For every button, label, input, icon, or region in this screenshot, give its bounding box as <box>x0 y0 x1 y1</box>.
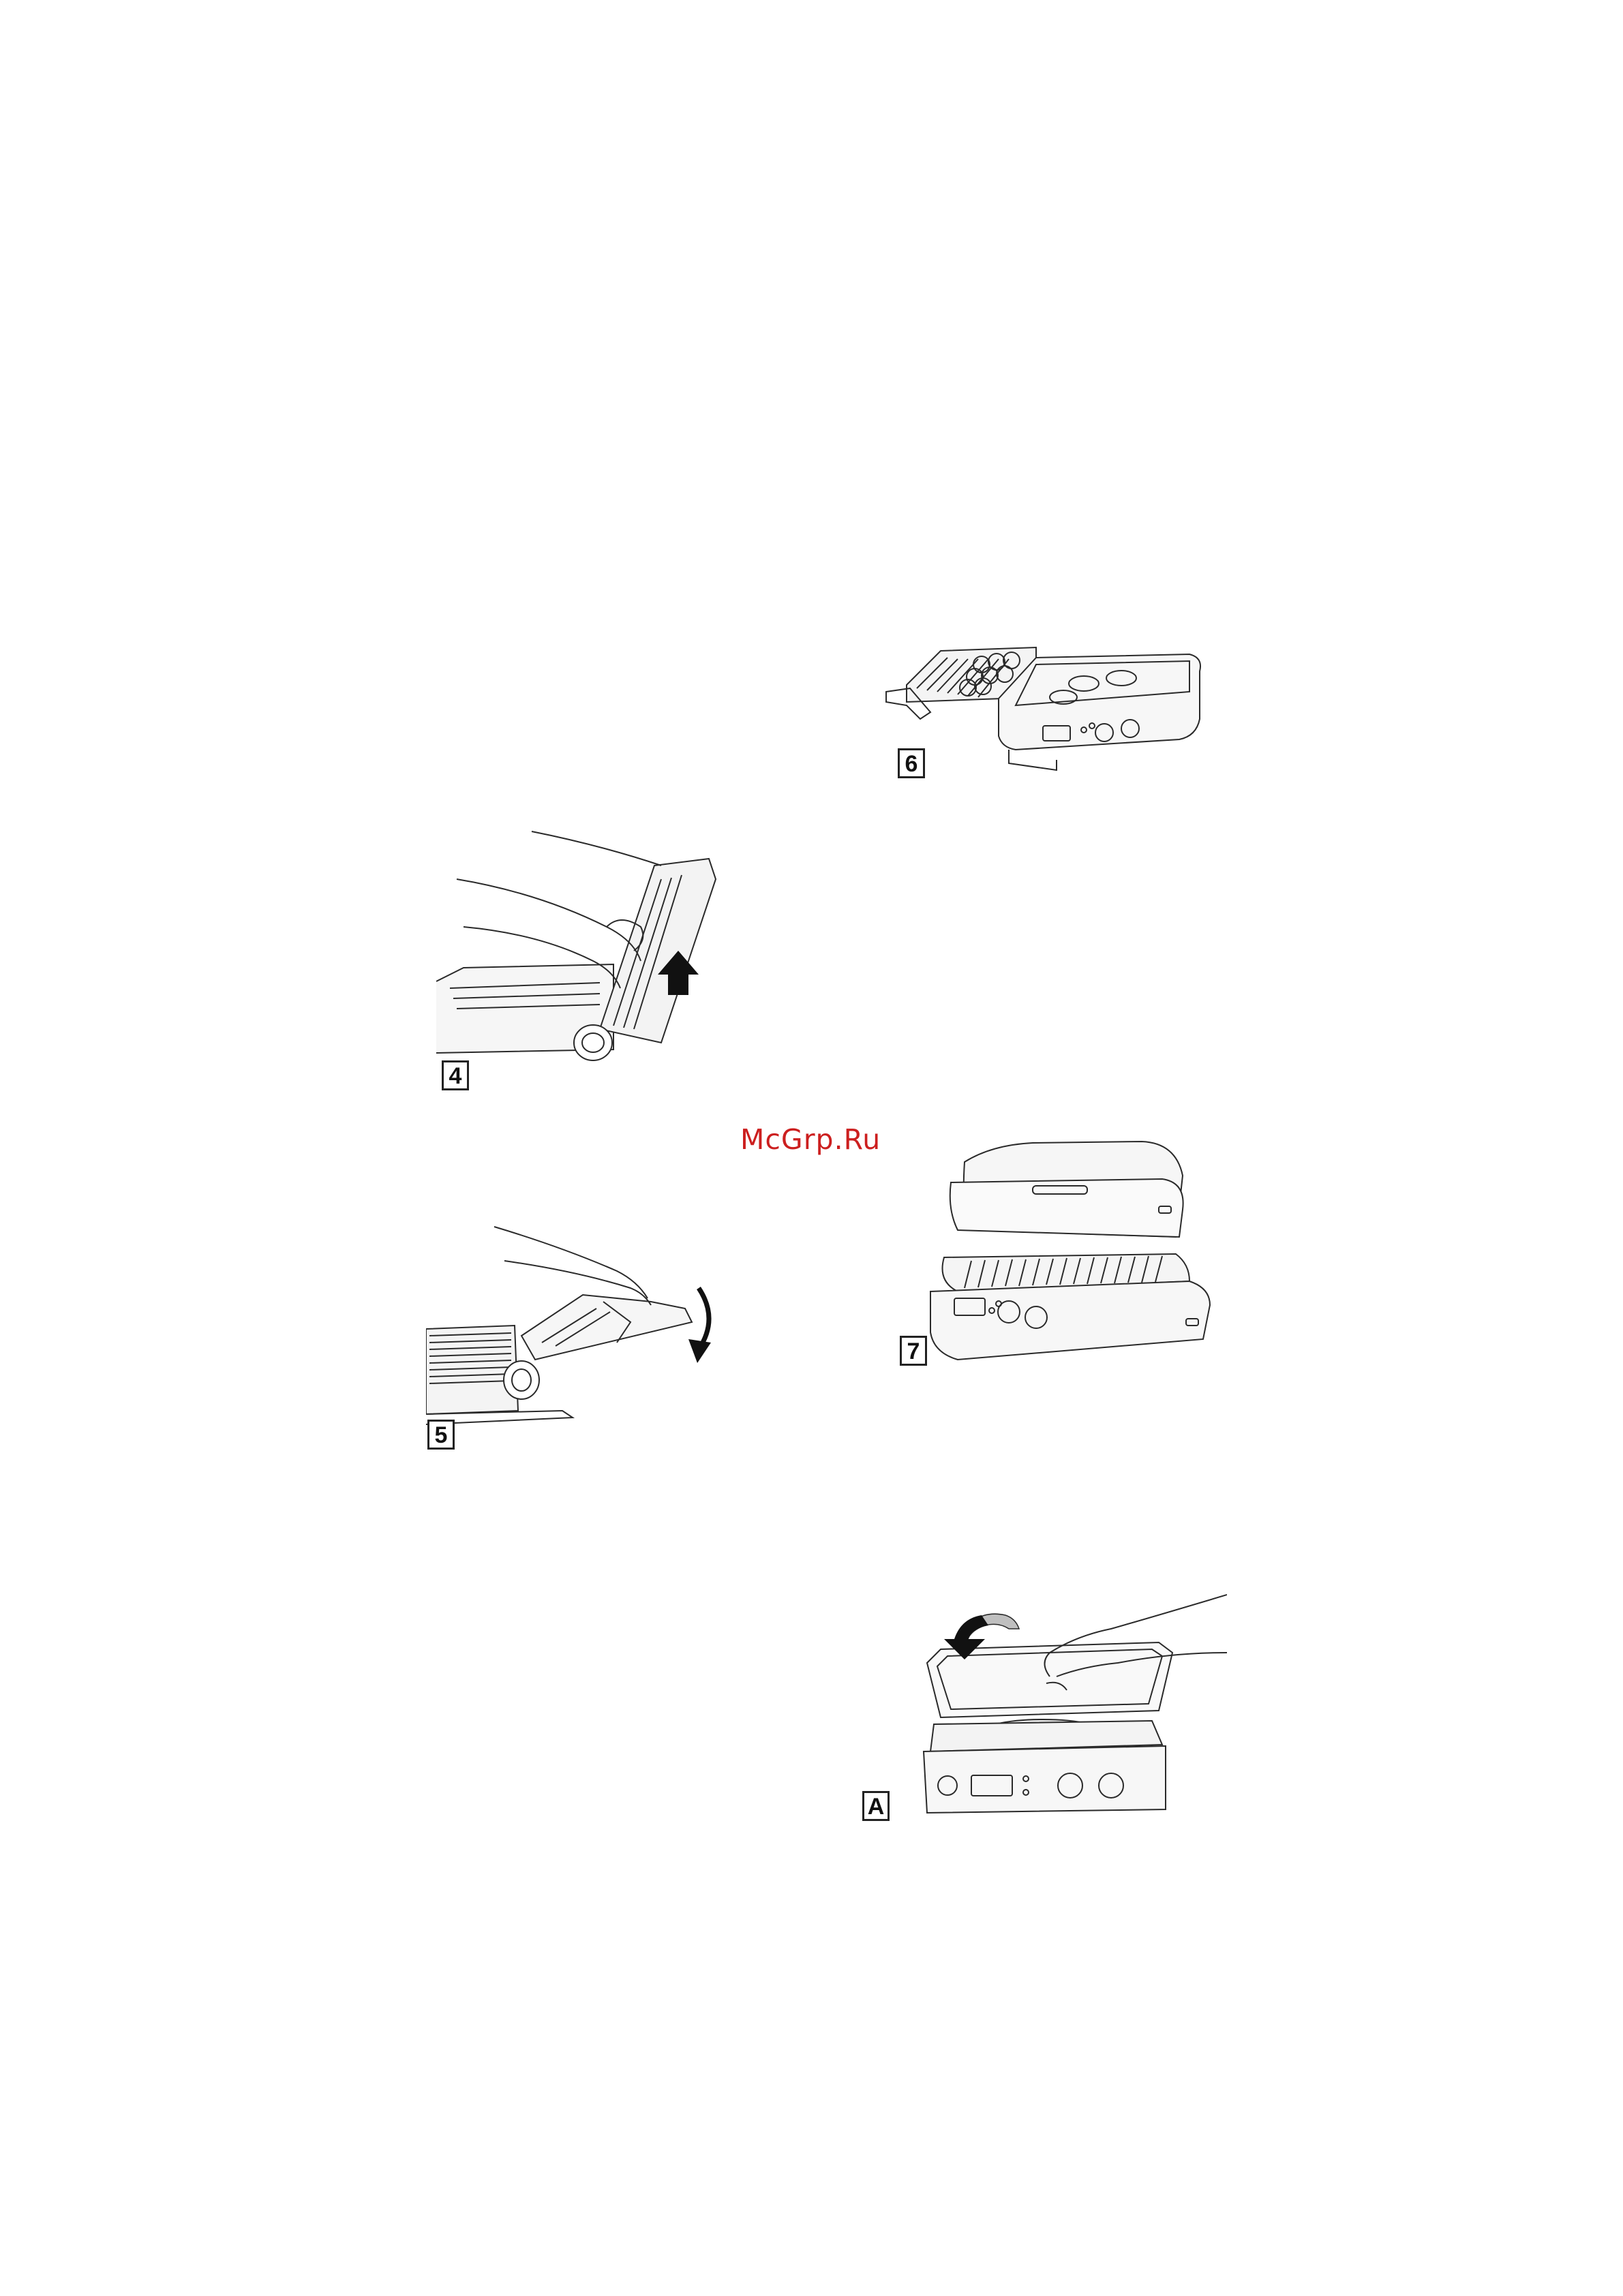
figure-label-6: 6 <box>898 748 925 778</box>
open-grill-drawing <box>879 617 1220 780</box>
lid-lowering-drawing <box>426 1206 729 1431</box>
figure-label-A: A <box>862 1791 890 1821</box>
figure-5-illustration <box>426 1206 729 1431</box>
figure-label-5: 5 <box>427 1420 455 1450</box>
figure-label-7: 7 <box>900 1336 927 1366</box>
arrow-curved-down-icon <box>688 1288 711 1363</box>
figure-7-illustration <box>917 1135 1224 1366</box>
plate-removal-drawing <box>436 825 723 1077</box>
watermark: McGrp.Ru <box>740 1123 881 1156</box>
figure-4-illustration <box>436 825 723 1077</box>
sandwich-press-drawing <box>913 1588 1227 1816</box>
figure-A-illustration <box>913 1588 1227 1816</box>
grill-plates-drawing <box>917 1135 1224 1366</box>
figure-label-4: 4 <box>442 1060 469 1090</box>
figure-6-illustration <box>879 617 1220 780</box>
